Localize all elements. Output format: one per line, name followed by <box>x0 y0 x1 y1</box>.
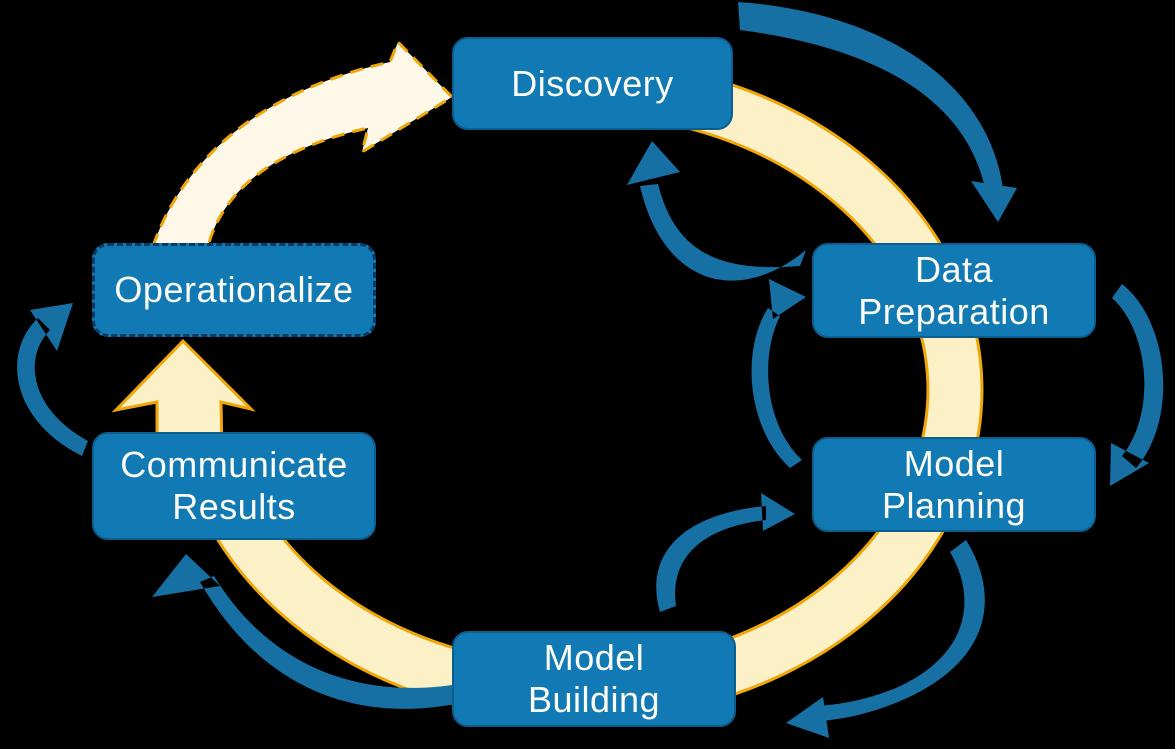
lifecycle-ring <box>200 77 981 719</box>
node-data-preparation-line2: Preparation <box>858 290 1050 332</box>
arrow-data-preparation-to-model-planning <box>1110 284 1164 486</box>
node-communicate-results-line2: Results <box>172 486 296 527</box>
node-data-preparation: Data Preparation <box>812 243 1096 338</box>
arrow-communicate-results-to-operationalize <box>17 303 88 456</box>
node-discovery: Discovery <box>452 37 733 130</box>
arrow-model-planning-to-model-building <box>786 540 985 738</box>
node-model-planning: Model Planning <box>812 437 1096 532</box>
node-model-building-line2: Building <box>527 679 661 720</box>
arrow-data-preparation-to-discovery <box>627 141 806 281</box>
node-model-planning-line2: Planning <box>881 484 1027 526</box>
node-model-building: Model Building <box>452 631 736 727</box>
node-communicate-results-line1: Communicate <box>120 444 348 485</box>
arrow-model-building-to-communicate-results <box>152 554 474 709</box>
node-discovery-label: Discovery <box>511 62 674 104</box>
node-operationalize-label: Operationalize <box>114 269 354 310</box>
arrow-model-planning-to-data-preparation <box>751 279 806 468</box>
dashed-arrow-operationalize-to-discovery <box>150 39 455 248</box>
node-model-building-line1: Model <box>543 637 645 678</box>
node-communicate-results: Communicate Results <box>92 432 376 540</box>
arrow-discovery-to-data-preparation <box>738 2 1017 222</box>
node-model-planning-line1: Model <box>903 442 1005 484</box>
node-data-preparation-line1: Data <box>914 248 994 290</box>
arrow-model-building-to-model-planning <box>656 493 795 612</box>
node-operationalize: Operationalize <box>92 243 376 337</box>
